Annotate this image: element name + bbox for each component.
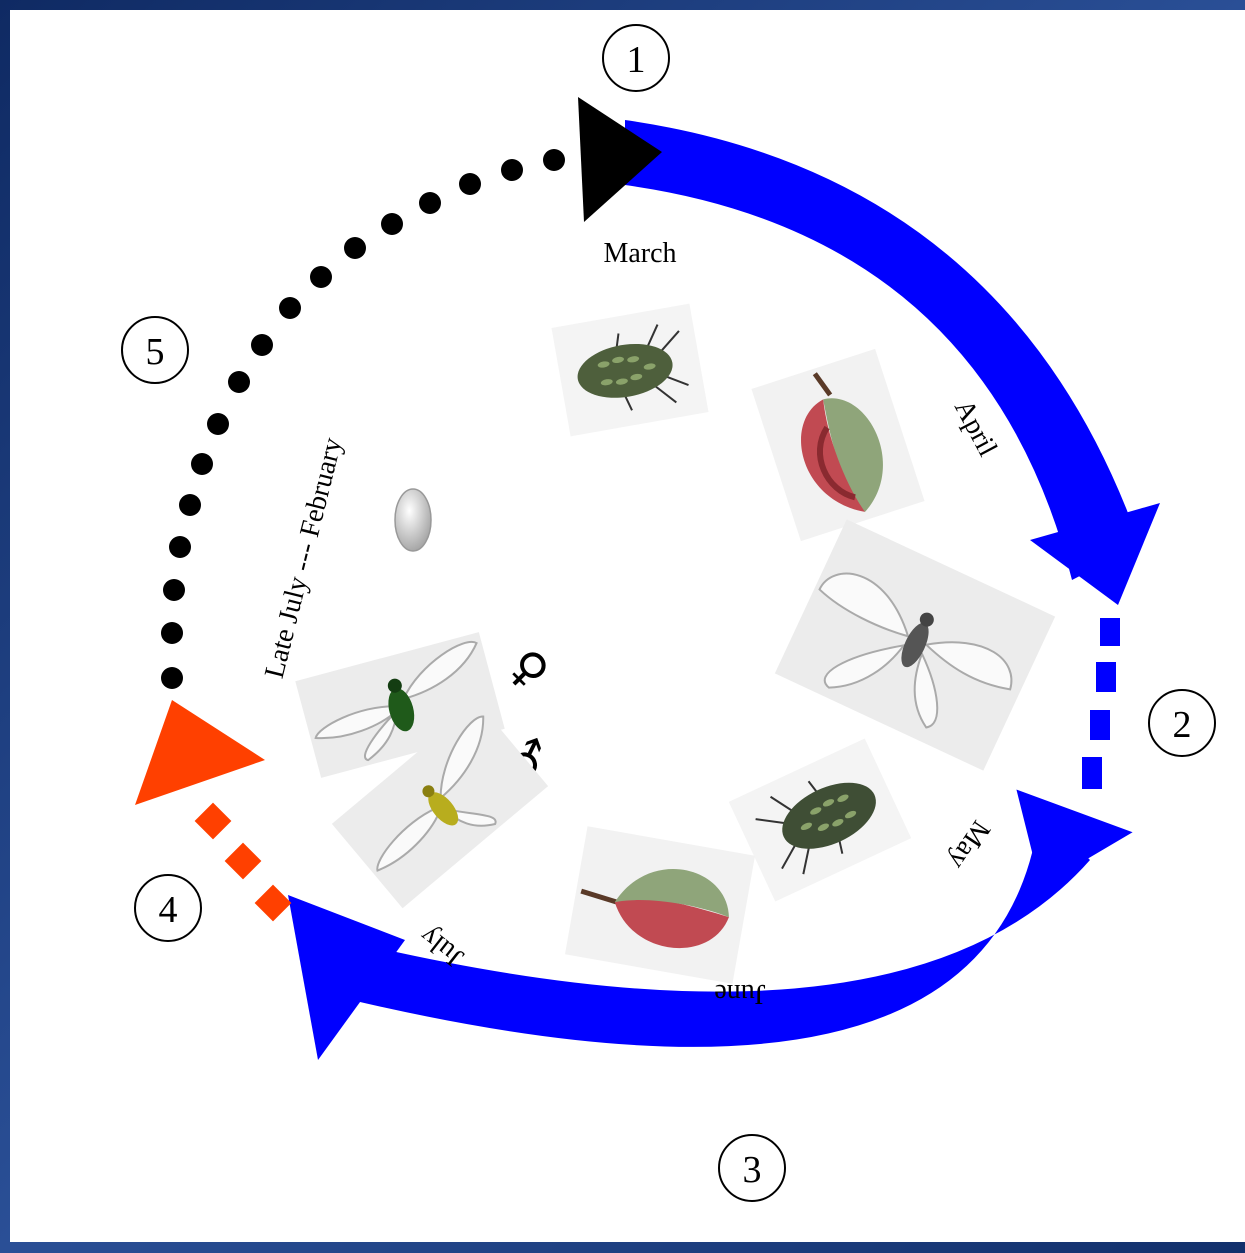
winged-aphid-icon <box>775 519 1055 770</box>
female-symbol: ♀ <box>498 638 560 700</box>
label-march: March <box>603 238 676 269</box>
svg-text:1: 1 <box>627 39 646 81</box>
stage-number-4: 4 <box>135 875 201 941</box>
leaf-gall-icon-2 <box>565 826 755 984</box>
stage-number-2: 2 <box>1149 690 1215 756</box>
stage-number-5: 5 <box>122 317 188 383</box>
black-arrowhead <box>578 97 662 222</box>
label-april: April <box>948 395 1003 462</box>
label-june: June <box>714 978 765 1009</box>
egg-icon <box>395 489 431 551</box>
blue-dashed-connector <box>1082 618 1120 789</box>
stage-number-1: 1 <box>603 25 669 91</box>
orange-arrowhead <box>135 700 265 805</box>
aphid-nymph-icon <box>552 304 709 437</box>
black-dotted-arc <box>161 149 565 689</box>
aphid-nymph-icon-2 <box>729 738 911 901</box>
leaf-gall-icon <box>751 349 924 541</box>
svg-text:5: 5 <box>146 331 165 373</box>
label-may: May <box>942 815 996 875</box>
svg-text:3: 3 <box>743 1149 762 1191</box>
diagram-panel: 1 2 3 4 5 March April May June July Late… <box>10 10 1245 1242</box>
life-cycle-diagram: 1 2 3 4 5 March April May June July Late… <box>10 10 1245 1242</box>
orange-dashed-connector <box>195 803 292 922</box>
svg-text:4: 4 <box>159 889 178 931</box>
label-overwinter: Late July --- February <box>259 435 349 682</box>
svg-text:2: 2 <box>1173 704 1192 746</box>
stage-number-3: 3 <box>719 1135 785 1201</box>
